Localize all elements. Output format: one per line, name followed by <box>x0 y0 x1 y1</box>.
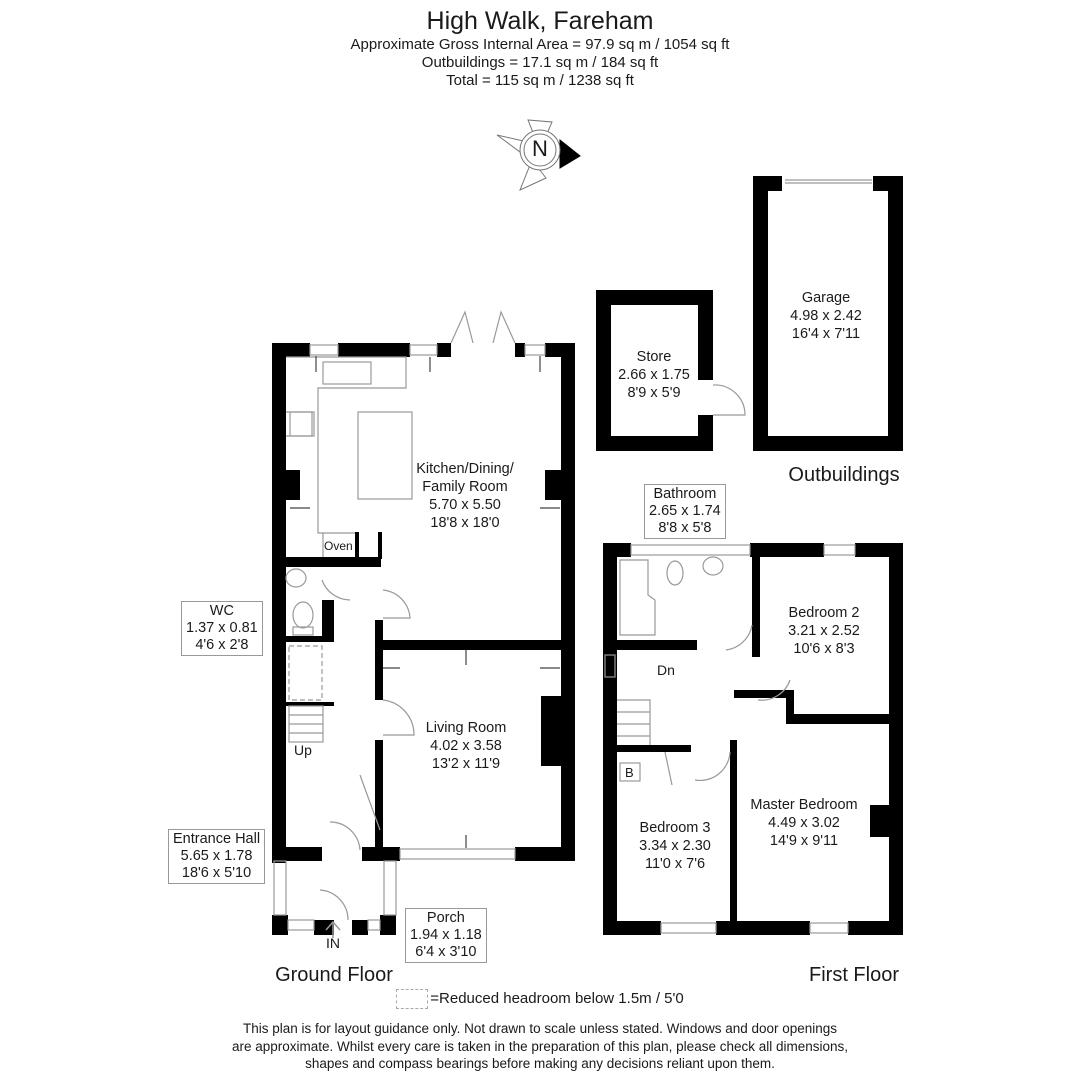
room-name: Porch <box>426 910 465 926</box>
entry-label: IN <box>326 935 340 951</box>
outbuilding-walls <box>596 176 903 451</box>
room-imperial: 16'4 x 7'11 <box>791 326 861 342</box>
legend: =Reduced headroom below 1.5m / 5'0 <box>0 989 1080 1009</box>
ground-floor-walls <box>272 343 575 935</box>
room-imperial: 18'6 x 5'10 <box>181 865 252 881</box>
room-metric: 4.49 x 3.02 <box>768 815 840 831</box>
room-imperial: 8'8 x 5'8 <box>658 520 712 536</box>
room-metric: 2.65 x 1.74 <box>649 503 721 519</box>
room-metric: 5.65 x 1.78 <box>180 848 253 864</box>
room-imperial: 4'6 x 2'8 <box>195 637 249 653</box>
outbuildings-label: Outbuildings <box>788 464 900 486</box>
room-name-cont: Family Room <box>422 479 508 495</box>
stairs-down-label: Dn <box>657 662 675 678</box>
room-kitchen-dining-family: Kitchen/Dining/ Family Room 5.70 x 5.50 … <box>416 460 514 532</box>
ground-floor-label: Ground Floor <box>275 964 393 986</box>
room-bedroom-2: Bedroom 2 3.21 x 2.52 10'6 x 8'3 <box>788 604 860 658</box>
disclaimer-line: This plan is for layout guidance only. N… <box>242 1021 838 1036</box>
room-metric: 2.66 x 1.75 <box>618 367 690 383</box>
disclaimer-line: are approximate. Whilst every care is ta… <box>231 1038 849 1054</box>
room-name: Bedroom 2 <box>788 605 860 621</box>
room-imperial: 18'8 x 18'0 <box>430 515 500 531</box>
room-name: Store <box>636 349 672 365</box>
room-imperial: 14'9 x 9'11 <box>769 833 839 849</box>
room-name: Entrance Hall <box>173 831 261 847</box>
boiler-label: B <box>625 765 634 780</box>
room-entrance-hall: Entrance Hall 5.65 x 1.78 18'6 x 5'10 <box>168 829 266 884</box>
room-name: WC <box>209 603 234 619</box>
room-name: Living Room <box>425 720 507 736</box>
room-metric: 4.02 x 3.58 <box>430 738 502 754</box>
room-imperial: 11'0 x 7'6 <box>644 856 706 872</box>
room-living-room: Living Room 4.02 x 3.58 13'2 x 11'9 <box>426 719 507 773</box>
oven-label: Oven <box>324 539 353 553</box>
room-metric: 1.37 x 0.81 <box>186 620 258 636</box>
room-imperial: 6'4 x 3'10 <box>415 944 477 960</box>
compass-rose-icon <box>496 119 581 191</box>
legend-text: =Reduced headroom below 1.5m / 5'0 <box>430 989 684 1007</box>
plan-header: High Walk, Fareham Approximate Gross Int… <box>0 0 1080 90</box>
room-metric: 3.21 x 2.52 <box>788 623 860 639</box>
compass-north-label: N <box>532 136 548 161</box>
room-metric: 4.98 x 2.42 <box>790 308 862 324</box>
reduced-headroom-swatch <box>396 989 429 1009</box>
total-area: Total = 115 sq m / 1238 sq ft <box>446 72 634 89</box>
outbuildings-area: Outbuildings = 17.1 sq m / 184 sq ft <box>421 54 659 71</box>
first-floor-fixtures <box>604 544 856 934</box>
room-wc: WC 1.37 x 0.81 4'6 x 2'8 <box>181 601 263 656</box>
first-floor-walls <box>603 543 903 935</box>
gross-internal-area: Approximate Gross Internal Area = 97.9 s… <box>350 36 730 53</box>
room-metric: 5.70 x 5.50 <box>429 497 501 513</box>
first-floor-label: First Floor <box>809 964 899 986</box>
outbuilding-fixtures <box>712 179 872 416</box>
room-name: Master Bedroom <box>750 797 858 813</box>
room-name: Garage <box>801 290 851 306</box>
room-imperial: 8'9 x 5'9 <box>627 385 681 401</box>
room-imperial: 10'6 x 8'3 <box>793 641 855 657</box>
ground-floor-fixtures <box>273 310 560 931</box>
room-store: Store 2.66 x 1.75 8'9 x 5'9 <box>618 348 690 402</box>
room-bathroom: Bathroom 2.65 x 1.74 8'8 x 5'8 <box>644 484 726 539</box>
room-bedroom-3: Bedroom 3 3.34 x 2.30 11'0 x 7'6 <box>639 819 711 873</box>
room-name: Bathroom <box>653 486 717 502</box>
room-name: Kitchen/Dining/ <box>416 461 514 477</box>
property-title: High Walk, Fareham <box>426 7 654 35</box>
room-metric: 1.94 x 1.18 <box>410 927 482 943</box>
room-metric: 3.34 x 2.30 <box>639 838 711 854</box>
room-porch: Porch 1.94 x 1.18 6'4 x 3'10 <box>405 908 487 963</box>
room-garage: Garage 4.98 x 2.42 16'4 x 7'11 <box>790 289 862 343</box>
room-name: Bedroom 3 <box>639 820 711 836</box>
disclaimer: This plan is for layout guidance only. N… <box>0 1020 1080 1073</box>
stairs-up-label: Up <box>294 742 312 758</box>
disclaimer-line: shapes and compass bearings before makin… <box>305 1056 775 1071</box>
room-imperial: 13'2 x 11'9 <box>431 756 501 772</box>
entry-arrow-icon <box>325 920 341 938</box>
room-master-bedroom: Master Bedroom 4.49 x 3.02 14'9 x 9'11 <box>750 796 857 850</box>
